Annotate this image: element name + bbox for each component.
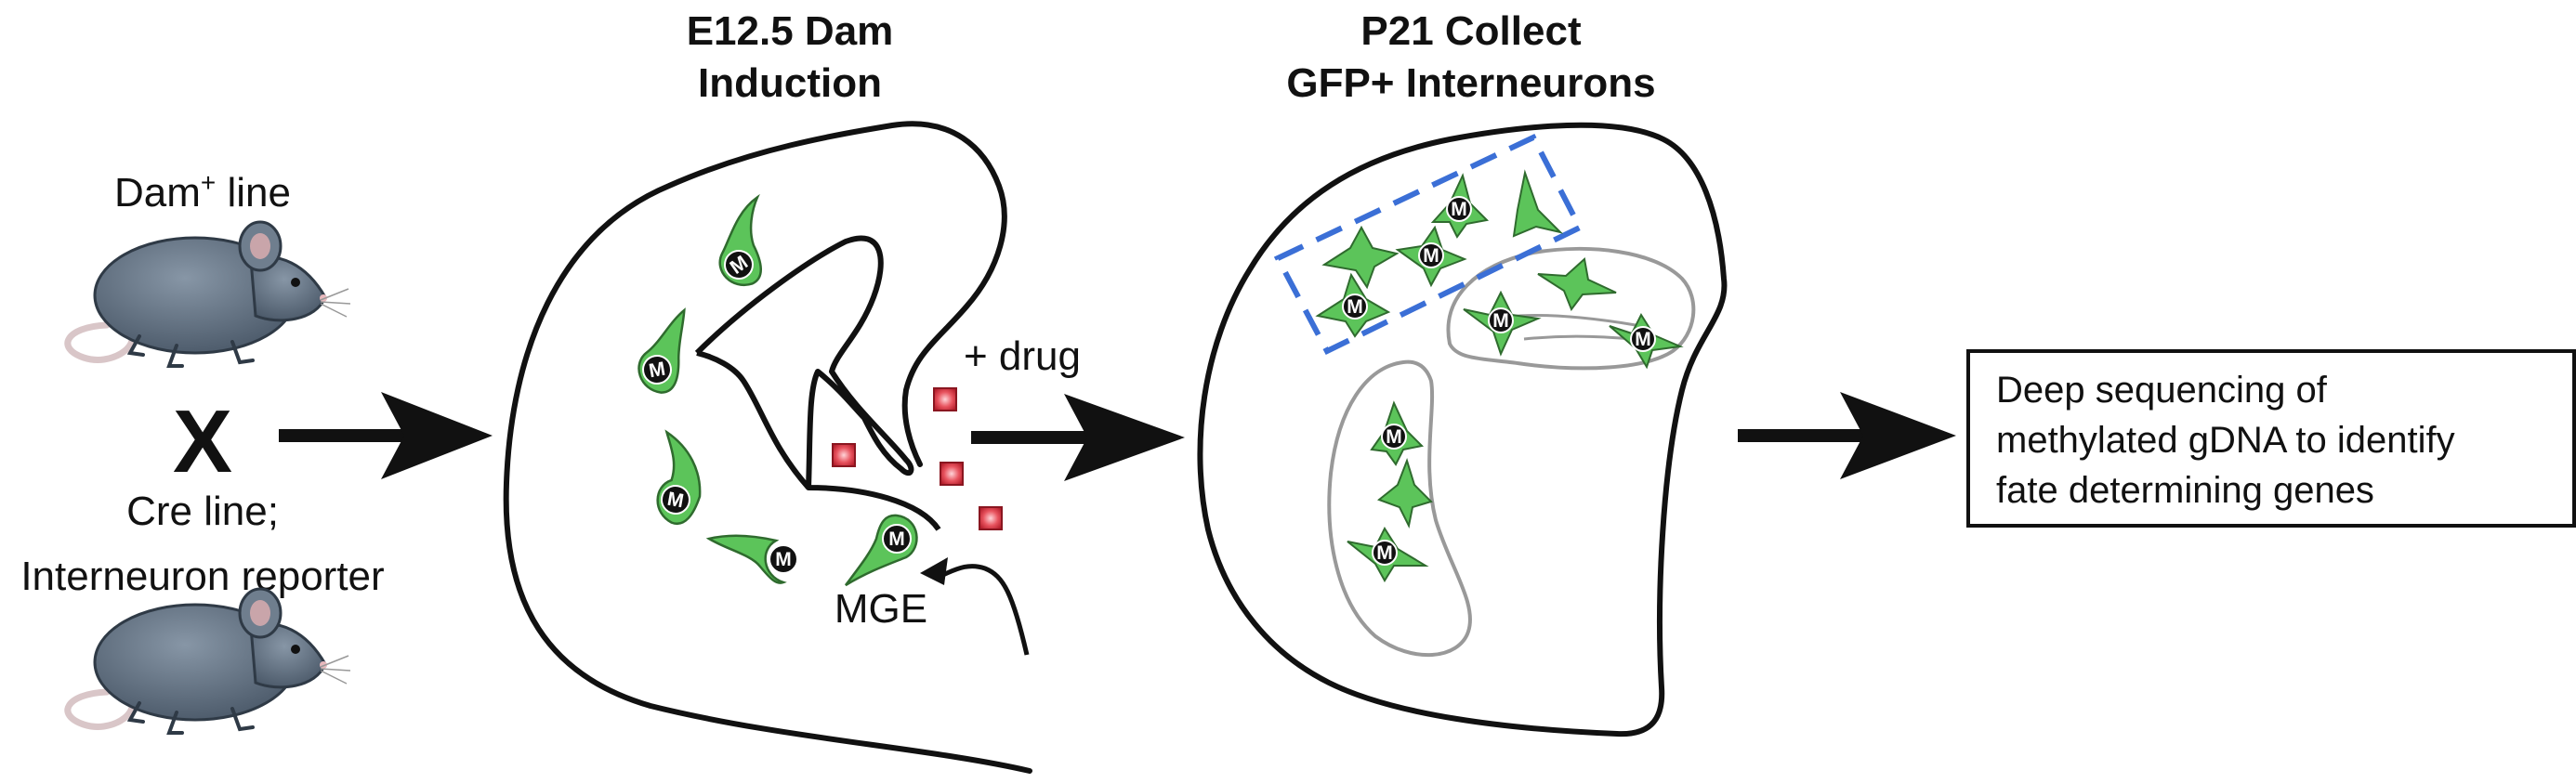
- mge-label: MGE: [835, 586, 927, 632]
- drug-particle: [940, 462, 964, 486]
- panel3-title-line2: GFP+ Interneurons: [1286, 60, 1655, 106]
- drug-particle: [933, 387, 957, 411]
- svg-text:M: M: [1347, 296, 1363, 318]
- adult-cell: [1321, 225, 1400, 290]
- arrow-2: + drug: [964, 333, 1185, 481]
- adult-cell: [1512, 169, 1564, 238]
- dam-line-label: Dam+ line: [114, 168, 291, 215]
- panel-p21-collect: P21 Collect GFP+ Interneurons M M M: [1197, 8, 1728, 737]
- collection-region-dashed-box: [1273, 134, 1584, 355]
- svg-text:M: M: [665, 489, 685, 513]
- adult-brain-outline: [1197, 122, 1728, 737]
- output-box: Deep sequencing of methylated gDNA to id…: [1966, 349, 2576, 528]
- ventricle-outline: [694, 235, 941, 531]
- svg-text:M: M: [888, 529, 905, 550]
- panel2-title-line2: Induction: [698, 60, 882, 106]
- adult-cell: [1537, 257, 1617, 312]
- svg-text:M: M: [1635, 329, 1651, 350]
- embryo-cell: M: [705, 534, 798, 584]
- drug-particle: [979, 506, 1003, 530]
- embryo-cell: M: [637, 307, 686, 394]
- output-line-3: fate determining genes: [1996, 470, 2374, 511]
- adult-cell: M: [1430, 173, 1490, 239]
- adult-cell: M: [1609, 312, 1684, 370]
- panel3-title-line1: P21 Collect: [1360, 8, 1582, 54]
- cre-line-label: Cre line;: [126, 489, 279, 534]
- adult-cell: M: [1347, 526, 1429, 582]
- adult-cell: M: [1463, 290, 1542, 357]
- mouse-icon-bottom: [64, 587, 351, 735]
- adult-cell: M: [1315, 272, 1391, 338]
- cross-symbol: X: [173, 392, 232, 491]
- embryo-cell: M: [845, 514, 918, 587]
- arrow-1: [279, 392, 493, 479]
- mouse-icon-top: [64, 220, 351, 368]
- output-line-1: Deep sequencing of: [1996, 370, 2328, 411]
- drug-label: + drug: [964, 333, 1081, 379]
- embryonic-brain-outline: [503, 121, 1032, 774]
- svg-text:M: M: [1376, 542, 1393, 564]
- svg-text:M: M: [647, 359, 666, 383]
- panel-e12-induction: E12.5 Dam Induction MGE M M M M: [503, 8, 1032, 774]
- panel2-title-line1: E12.5 Dam: [687, 8, 894, 54]
- striatum-outline: [1327, 359, 1472, 657]
- hippocampus-outline: [1446, 246, 1696, 371]
- arrow-3: [1738, 392, 1956, 479]
- svg-text:M: M: [775, 549, 792, 570]
- svg-text:M: M: [1386, 426, 1402, 448]
- adult-cell: M: [1395, 225, 1467, 288]
- adult-cell: M: [1370, 400, 1425, 466]
- svg-text:M: M: [1451, 199, 1467, 220]
- embryo-cell: M: [718, 193, 762, 287]
- svg-text:M: M: [1492, 310, 1509, 332]
- output-line-2: methylated gDNA to identify: [1996, 420, 2455, 461]
- panel-breeding: Dam+ line X Cre line; Interneuron report…: [20, 168, 385, 735]
- adult-cell: [1376, 457, 1433, 529]
- svg-text:M: M: [1423, 245, 1439, 267]
- drug-particle: [832, 443, 856, 467]
- embryo-cell: M: [656, 429, 702, 526]
- interneuron-reporter-label: Interneuron reporter: [20, 554, 384, 599]
